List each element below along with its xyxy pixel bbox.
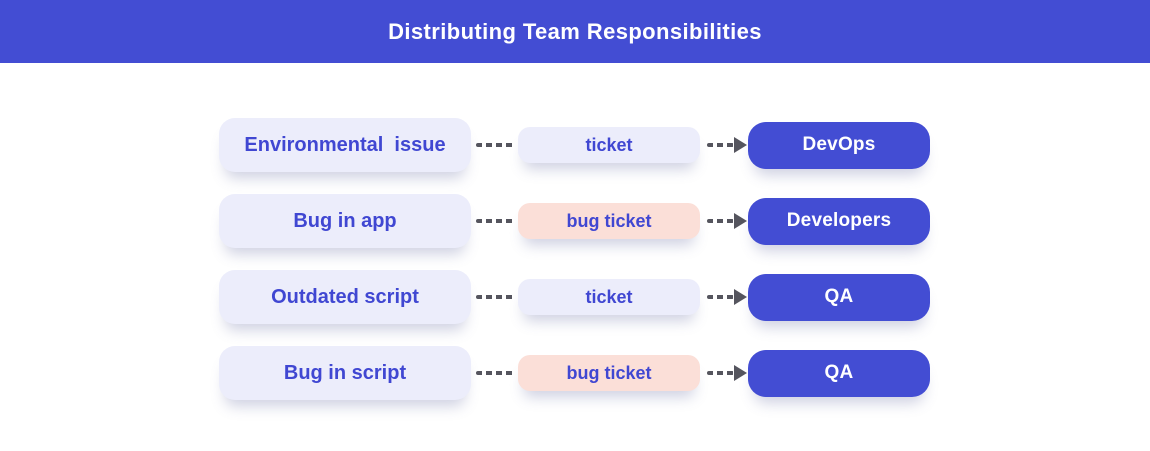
issue-pill: Environmental issue	[219, 118, 471, 172]
connector-arrow	[700, 365, 748, 381]
issue-pill: Bug in script	[219, 346, 471, 400]
owner-label: DevOps	[802, 134, 876, 155]
owner-pill: QA	[748, 273, 930, 321]
issue-pill: Outdated script	[219, 270, 471, 324]
owner-label: QA	[824, 362, 854, 383]
owner-label: Developers	[786, 210, 892, 231]
connector-dashed	[471, 219, 518, 223]
flow-row-environmental-issue: Environmental issue ticket DevOps	[219, 118, 930, 172]
dashed-line	[475, 295, 514, 299]
arrowhead-icon	[734, 213, 747, 229]
dashed-line	[707, 371, 734, 375]
ticket-pill: ticket	[518, 127, 700, 163]
owner-label: QA	[824, 286, 854, 307]
owner-pill: QA	[748, 349, 930, 397]
dashed-line	[475, 371, 514, 375]
flow-row-bug-in-app: Bug in app bug ticket Developers	[219, 194, 930, 248]
issue-label: Bug in script	[283, 361, 407, 384]
connector-dashed	[471, 295, 518, 299]
arrowhead-icon	[734, 289, 747, 305]
connector-dashed	[471, 143, 518, 147]
dashed-line	[707, 295, 734, 299]
ticket-label: ticket	[585, 286, 633, 307]
issue-pill: Bug in app	[219, 194, 471, 248]
dashed-line	[707, 219, 734, 223]
title-bar: Distributing Team Responsibilities	[0, 0, 1150, 63]
ticket-pill: bug ticket	[518, 355, 700, 391]
owner-pill: DevOps	[748, 121, 930, 169]
ticket-label: bug ticket	[566, 210, 652, 231]
ticket-label: ticket	[585, 134, 633, 155]
flow-row-outdated-script: Outdated script ticket QA	[219, 270, 930, 324]
connector-arrow	[700, 213, 748, 229]
issue-label: Bug in app	[293, 209, 397, 232]
issue-label: Outdated script	[271, 285, 419, 308]
page-title: Distributing Team Responsibilities	[388, 18, 762, 44]
ticket-label: bug ticket	[566, 362, 652, 383]
ticket-pill: bug ticket	[518, 203, 700, 239]
issue-label: Environmental issue	[244, 133, 446, 156]
dashed-line	[475, 219, 514, 223]
owner-pill: Developers	[748, 197, 930, 245]
arrowhead-icon	[734, 137, 747, 153]
connector-arrow	[700, 137, 748, 153]
connector-arrow	[700, 289, 748, 305]
dashed-line	[707, 143, 734, 147]
ticket-pill: ticket	[518, 279, 700, 315]
connector-dashed	[471, 371, 518, 375]
flow-row-bug-in-script: Bug in script bug ticket QA	[219, 346, 930, 400]
arrowhead-icon	[734, 365, 747, 381]
dashed-line	[475, 143, 514, 147]
